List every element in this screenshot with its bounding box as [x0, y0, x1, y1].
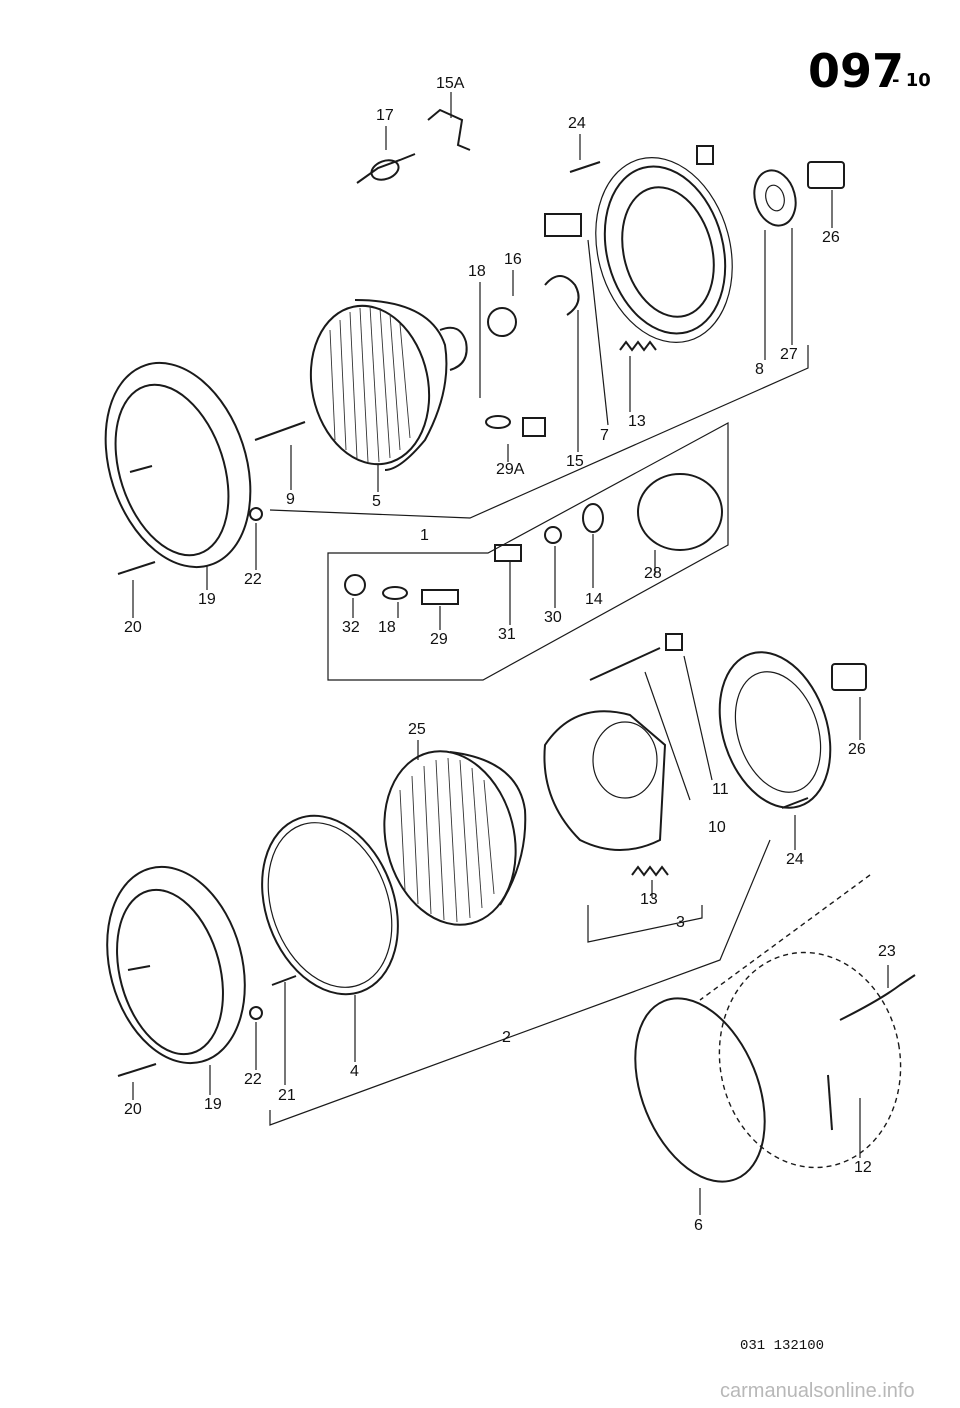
screw-10 [589, 647, 661, 681]
part-29-box [421, 589, 459, 605]
callout-5: 5 [372, 493, 381, 510]
callout-4: 4 [350, 1063, 359, 1080]
callout-26-lower: 26 [848, 741, 866, 758]
headlight-insert-upper [309, 299, 468, 471]
mounting-ring-upper [595, 157, 733, 343]
callout-31: 31 [498, 626, 516, 643]
trim-ring-upper [104, 361, 252, 569]
callout-8: 8 [755, 361, 764, 378]
callout-24: 24 [568, 115, 586, 132]
callout-12: 12 [854, 1159, 872, 1176]
screw-21 [271, 975, 297, 986]
holder-15 [544, 275, 580, 316]
page-number: 097 [808, 44, 905, 98]
callout-18-kit: 18 [378, 619, 396, 636]
screw-20-upper [117, 561, 156, 575]
sub-kit-box [327, 421, 729, 681]
bulb-18-upper [485, 415, 511, 429]
sealed-beam-lens-6 [634, 997, 766, 1183]
callout-28: 28 [644, 565, 662, 582]
adjust-screw-9 [254, 421, 306, 441]
callout-14: 14 [585, 591, 603, 608]
boot-28 [637, 473, 723, 551]
vent-hose-23 [839, 974, 916, 1021]
diagram-reference: 031 132100 [740, 1338, 825, 1354]
socket-7 [544, 213, 582, 237]
callout-10: 10 [708, 819, 726, 836]
bracket-15a [427, 108, 471, 151]
callout-1: 1 [420, 527, 429, 544]
callout-29: 29 [430, 631, 448, 648]
page-suffix: - 10 [892, 70, 931, 91]
callout-22: 22 [244, 571, 262, 588]
sealed-beam-housing [718, 951, 902, 1169]
callout-6: 6 [694, 1217, 703, 1234]
part-18-box [382, 586, 408, 600]
bulb-16 [487, 307, 517, 337]
callout-2: 2 [502, 1029, 511, 1046]
bulb-17 [356, 153, 416, 184]
clip-8 [696, 145, 714, 165]
washer-22-upper [249, 507, 263, 521]
callout-17: 17 [376, 107, 394, 124]
callout-25: 25 [408, 721, 426, 738]
callout-15a: 15A [436, 75, 465, 92]
mounting-ring-lower [718, 651, 832, 809]
spring-13-lower [631, 865, 669, 877]
headlight-insert-25 [383, 750, 527, 926]
callout-19: 19 [198, 591, 216, 608]
part-31 [494, 544, 522, 562]
connector-26-upper [807, 161, 845, 189]
socket-29a [522, 417, 546, 437]
callout-30: 30 [544, 609, 562, 626]
part-30 [544, 526, 562, 544]
callout-27: 27 [780, 346, 798, 363]
cap-27 [753, 169, 797, 227]
callout-13-lower: 13 [640, 891, 658, 908]
housing-3 [543, 710, 667, 851]
callout-15: 15 [566, 453, 584, 470]
callout-7: 7 [600, 427, 609, 444]
assembly-bracket-1 [269, 345, 809, 519]
callout-32: 32 [342, 619, 360, 636]
callout-21: 21 [278, 1087, 296, 1104]
callout-20-lower: 20 [124, 1101, 142, 1118]
callout-16: 16 [504, 251, 522, 268]
callout-13: 13 [628, 413, 646, 430]
callout-3: 3 [676, 914, 685, 931]
washer-22-lower [249, 1006, 263, 1020]
nut-11 [665, 633, 683, 651]
part-32 [344, 574, 366, 596]
screw-20-lower [117, 1063, 157, 1077]
callout-19-lower: 19 [204, 1096, 222, 1113]
screw-24-upper [569, 161, 601, 173]
screw-24-lower [781, 797, 809, 809]
callout-18: 18 [468, 263, 486, 280]
callout-23: 23 [878, 943, 896, 960]
retaining-ring-4 [261, 814, 399, 996]
connector-26-lower [831, 663, 867, 691]
watermark: carmanualsonline.info [720, 1380, 915, 1402]
callout-20: 20 [124, 619, 142, 636]
callout-22-lower: 22 [244, 1071, 262, 1088]
callout-29a: 29A [496, 461, 525, 478]
callout-11: 11 [712, 781, 729, 798]
callout-26: 26 [822, 229, 840, 246]
leader-lines [132, 92, 889, 1215]
trim-ring-lower [106, 865, 246, 1065]
callout-9: 9 [286, 491, 295, 508]
assembly-bracket-3 [587, 905, 703, 943]
part-14 [582, 503, 604, 533]
callout-24-lower: 24 [786, 851, 804, 868]
assembly-bracket-2 [269, 839, 771, 1126]
spring-13-upper [619, 340, 657, 352]
pin-12 [827, 1074, 833, 1131]
